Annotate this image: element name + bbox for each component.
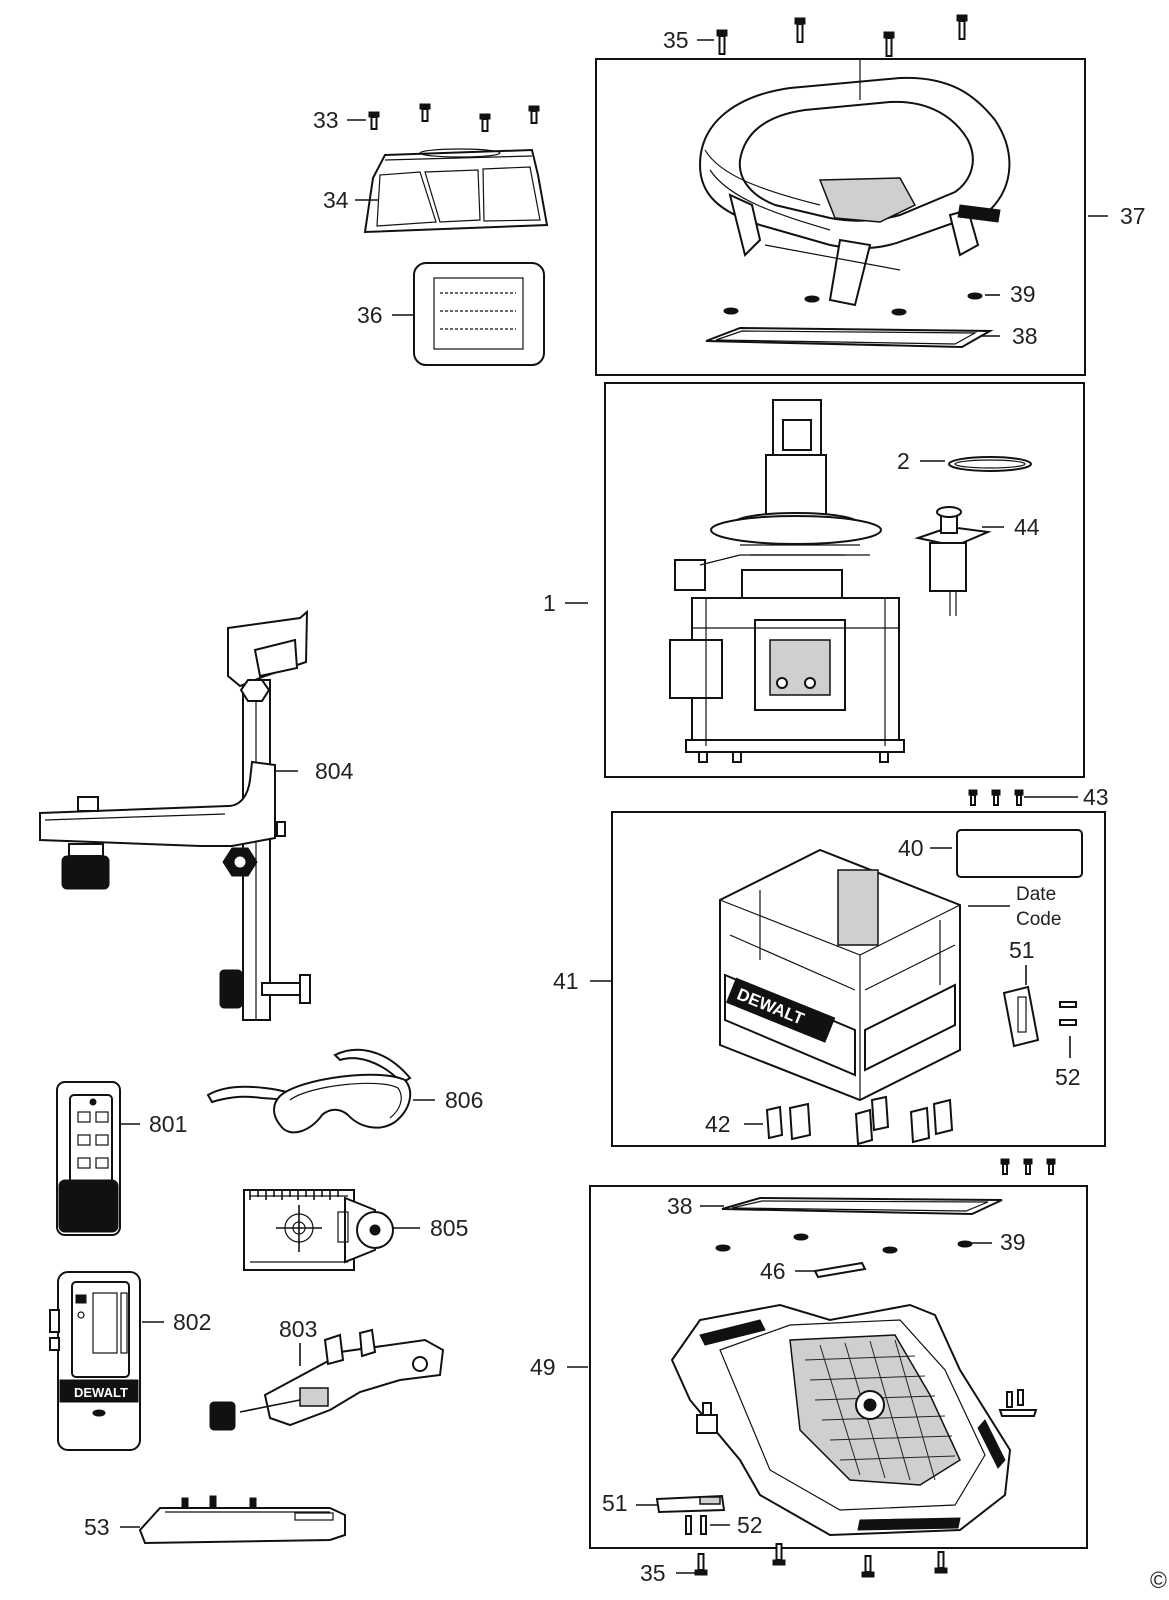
window-housing-34-icon	[363, 148, 549, 234]
wall-bracket-804-icon	[39, 609, 311, 1021]
chassis-1-icon	[669, 399, 905, 763]
label-43: 43	[1083, 784, 1109, 810]
label-38-top: 38	[1012, 323, 1038, 349]
gasket-38-bottom	[721, 1196, 1003, 1216]
label-35-top: 35	[663, 27, 689, 53]
gasket-38-top	[705, 326, 994, 349]
label-49: 49	[530, 1354, 556, 1380]
box-41-cage	[611, 811, 1106, 1147]
glasses-806-icon	[206, 1048, 412, 1134]
screw-icons-52-base	[685, 1515, 707, 1535]
label-1: 1	[543, 590, 556, 616]
label-802: 802	[173, 1309, 211, 1335]
label-40-icon	[956, 829, 1083, 878]
cage-41-icon: DEWALT	[719, 848, 961, 1102]
label-36: 36	[357, 302, 383, 328]
label-38-bottom: 38	[667, 1193, 693, 1219]
svg-text:DEWALT: DEWALT	[74, 1385, 128, 1400]
label-35-bottom: 35	[640, 1560, 666, 1586]
screw-icons-bottom-cage	[1000, 1158, 1056, 1175]
box-1-chassis	[604, 382, 1085, 778]
label-53: 53	[84, 1514, 110, 1540]
label-plate-36-icon	[413, 262, 545, 366]
screw-icons-35-top	[716, 14, 968, 57]
label-37: 37	[1120, 203, 1146, 229]
label-34: 34	[323, 187, 349, 213]
label-39-top: 39	[1010, 281, 1036, 307]
label-51-base: 51	[602, 1490, 628, 1516]
screw-icons-35-bottom	[694, 1543, 948, 1578]
target-card-805-icon	[243, 1189, 394, 1271]
clips-42-icon	[765, 1095, 954, 1146]
box-37-top-housing	[595, 58, 1086, 376]
label-44: 44	[1014, 514, 1040, 540]
label-33: 33	[313, 107, 339, 133]
clip-51-base-icon	[655, 1494, 726, 1514]
label-806: 806	[445, 1087, 483, 1113]
top-housing-37-icon	[698, 60, 1011, 307]
rubber-feet-39-bottom	[715, 1233, 973, 1254]
strip-46-icon	[813, 1261, 867, 1279]
clip-51-icon	[1002, 985, 1040, 1048]
rubber-feet-39-top	[723, 292, 983, 316]
oring-2-icon	[948, 456, 1032, 472]
label-805: 805	[430, 1215, 468, 1241]
label-41: 41	[553, 968, 579, 994]
screw-icons-43	[968, 789, 1024, 806]
label-801: 801	[149, 1111, 187, 1137]
screw-icons-33	[368, 103, 540, 132]
date-code-line1: Date	[1016, 884, 1056, 905]
box-49-base	[589, 1185, 1088, 1549]
label-39-bottom: 39	[1000, 1229, 1026, 1255]
detector-802-icon: DEWALT	[49, 1271, 141, 1451]
base-49-icon	[670, 1303, 1012, 1537]
label-804: 804	[315, 758, 354, 784]
label-42: 42	[705, 1111, 731, 1137]
label-46: 46	[760, 1258, 786, 1284]
corner-mark: ©	[1150, 1567, 1167, 1593]
label-51-cage: 51	[1009, 937, 1035, 963]
screw-icons-52-cage	[1059, 1001, 1077, 1026]
label-52-base: 52	[737, 1512, 763, 1538]
remote-801-icon	[56, 1081, 121, 1236]
date-code-line2: Code	[1016, 909, 1061, 930]
mount-plate-53-icon	[138, 1495, 346, 1545]
label-2: 2	[897, 448, 910, 474]
screw-pair-base-right	[998, 1389, 1038, 1417]
label-40: 40	[898, 835, 924, 861]
rod-clamp-803-icon	[209, 1328, 445, 1431]
vial-44-icon	[914, 506, 992, 616]
label-803: 803	[279, 1316, 317, 1342]
label-52-cage: 52	[1055, 1064, 1081, 1090]
